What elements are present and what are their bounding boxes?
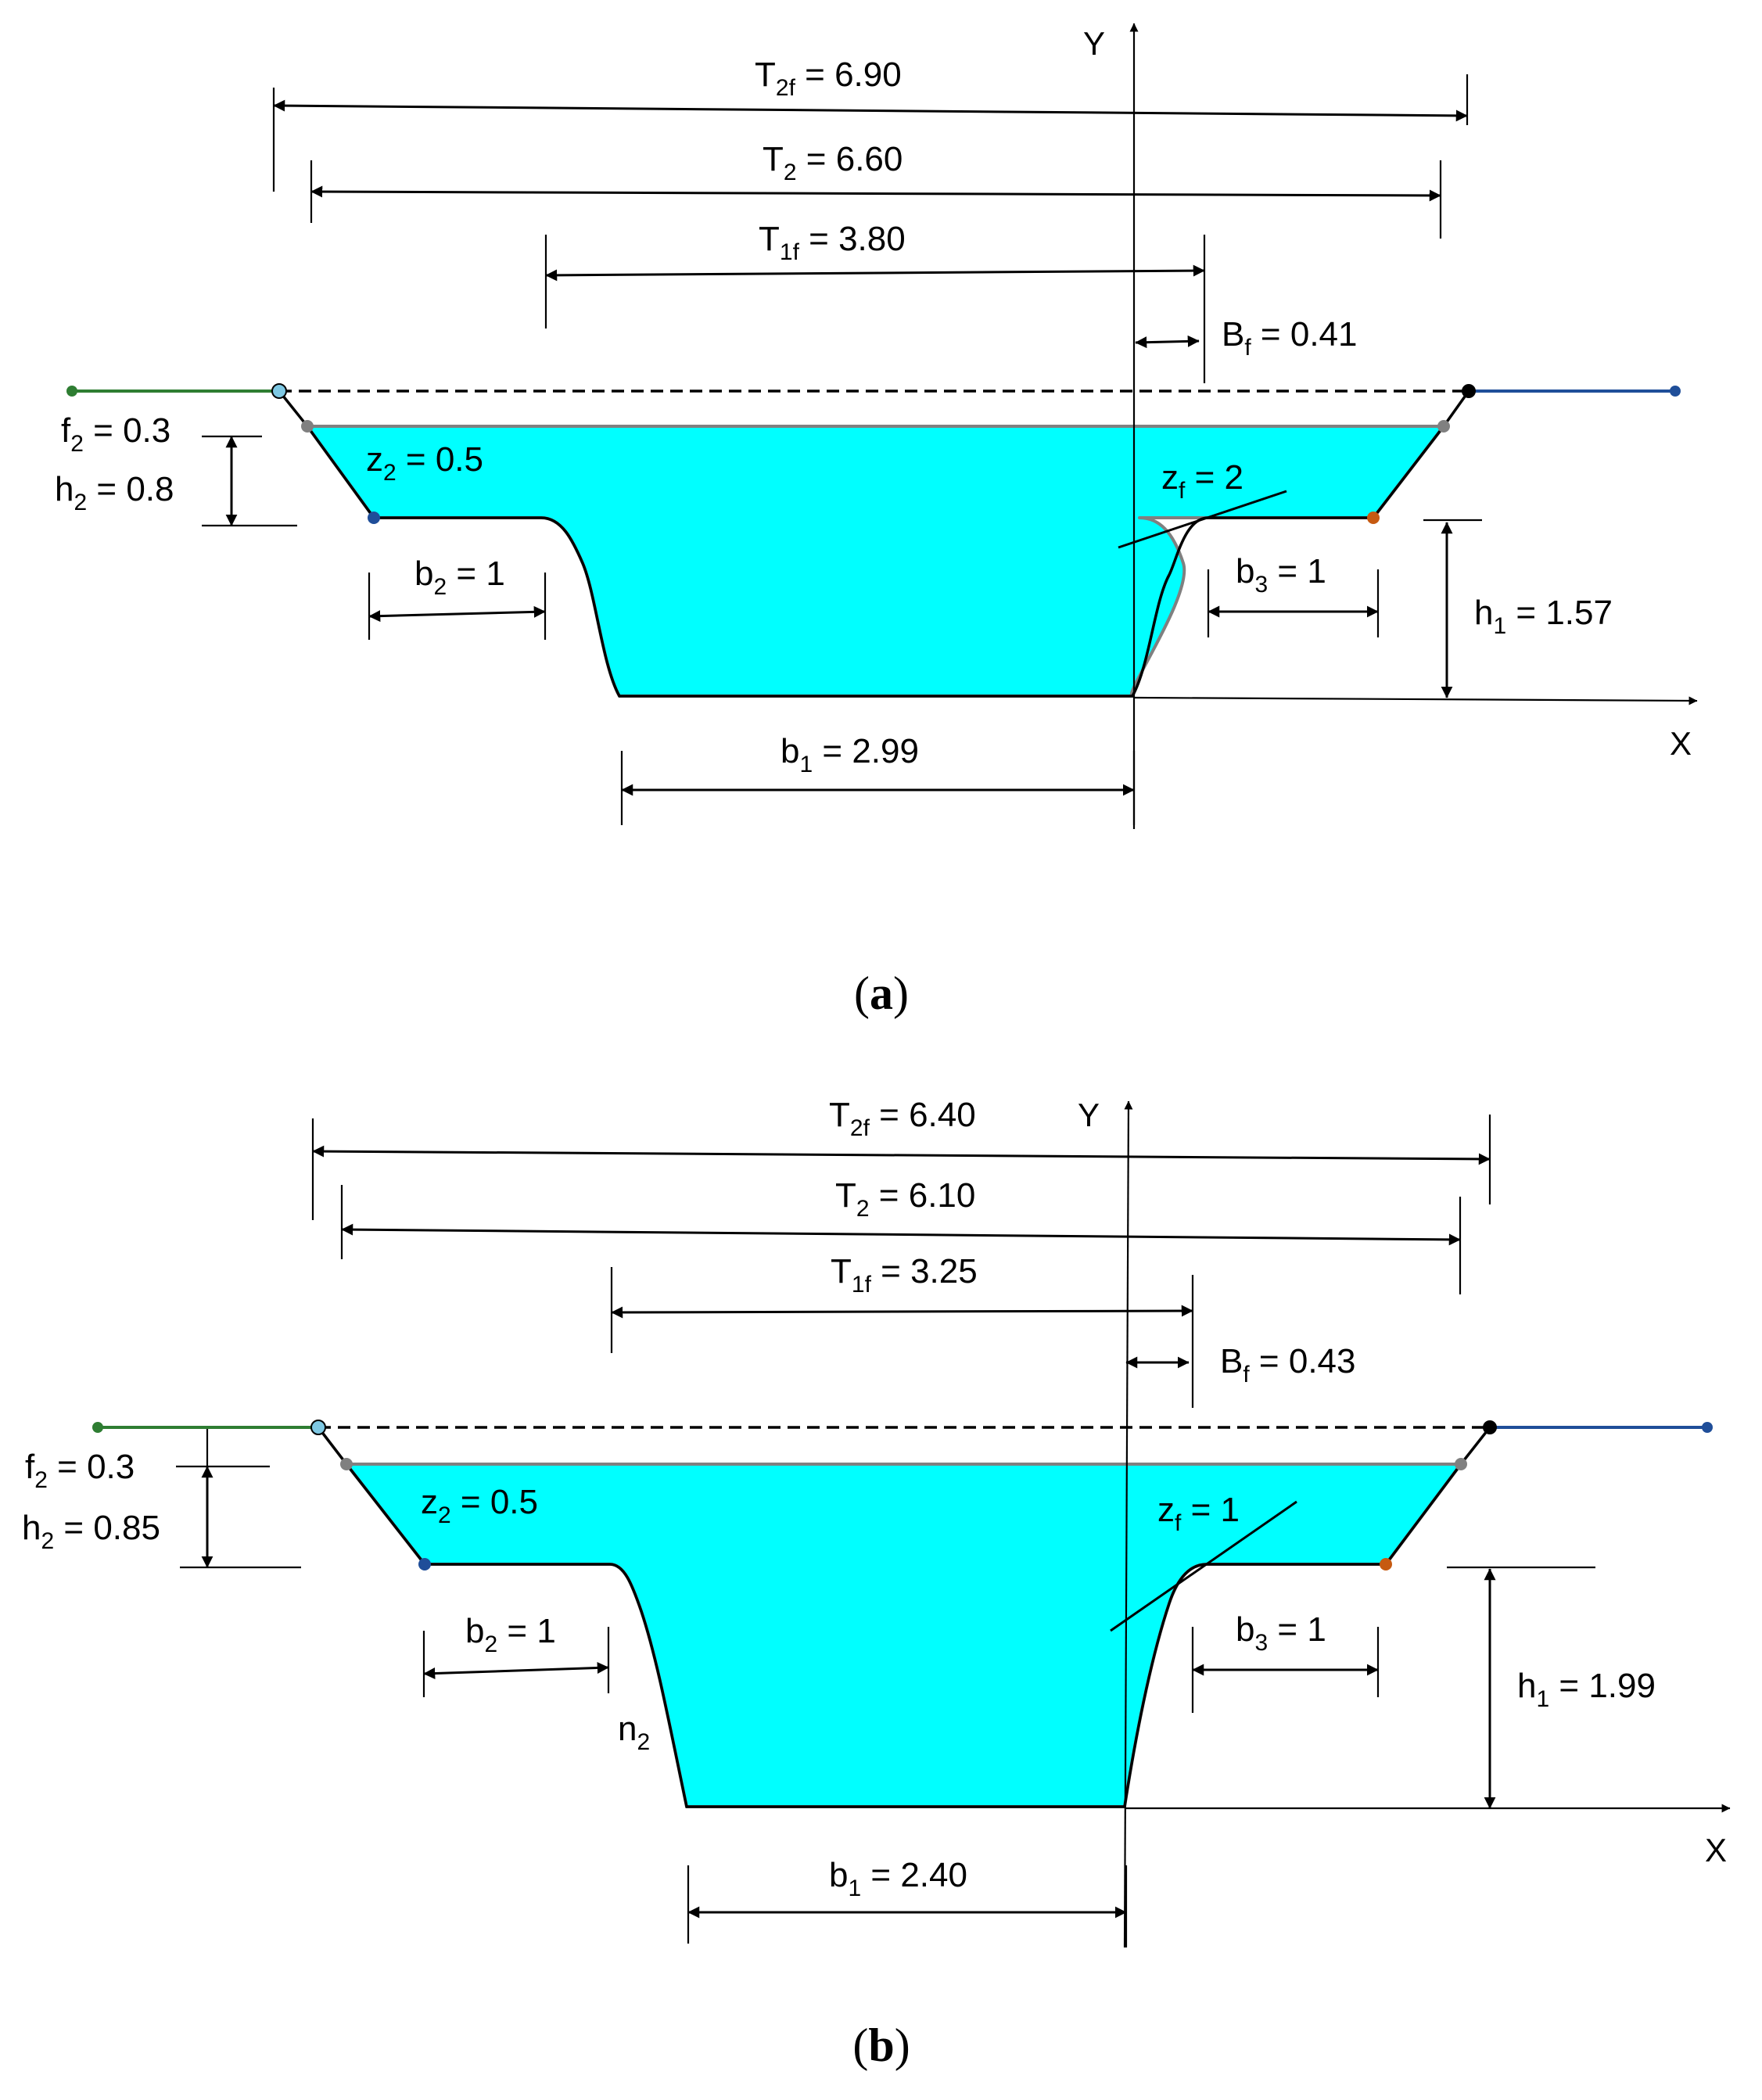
f2-label-a: f2 = 0.3 — [61, 411, 170, 457]
top-left-point-a — [271, 383, 287, 399]
t2f-label-b: T2f = 6.40 — [829, 1096, 976, 1141]
y-axis-label-a: Y — [1083, 25, 1105, 62]
zf-label-b: zf = 1 — [1157, 1491, 1240, 1536]
t2-label-b: T2 = 6.10 — [835, 1176, 975, 1222]
t2-dimension-arrow-b — [341, 1223, 1461, 1246]
t2f-label-a: T2f = 6.90 — [755, 56, 902, 101]
b3-label-b: b3 = 1 — [1236, 1610, 1326, 1656]
zf-slope-line-b — [1110, 1500, 1297, 1632]
berm-right-point-b — [1380, 1558, 1392, 1571]
top-left-point-b — [310, 1420, 326, 1435]
t1f-label-a: T1f = 3.80 — [759, 220, 906, 265]
bf-label-b: Bf = 0.43 — [1220, 1342, 1355, 1387]
t1f-label-b: T1f = 3.25 — [831, 1252, 978, 1298]
zf-slope-line-a — [1118, 490, 1287, 549]
caption-a: (a) — [854, 967, 909, 1019]
berm-left-point-a — [368, 512, 380, 524]
b1-label-a: b1 = 2.99 — [781, 732, 919, 777]
b1-label-b: b1 = 2.40 — [829, 1856, 967, 1901]
blue-point-b — [1702, 1422, 1713, 1433]
t2-label-a: T2 = 6.60 — [763, 140, 903, 185]
channel-bank-line-a — [278, 389, 1470, 698]
b2-label-a: b2 = 1 — [414, 555, 505, 600]
water-edge-left-point-a — [301, 420, 314, 433]
h2-label-a: h2 = 0.8 — [55, 470, 174, 515]
t2f-dimension-arrow-b — [312, 1145, 1491, 1165]
berm-left-point-b — [418, 1558, 431, 1571]
water-edge-right-point-a — [1437, 420, 1450, 433]
y-axis-label-b: Y — [1078, 1097, 1100, 1133]
top-right-point-a — [1462, 384, 1476, 398]
green-point-b — [92, 1422, 103, 1433]
b3-label-a: b3 = 1 — [1236, 552, 1326, 598]
water-edge-left-point-b — [340, 1458, 353, 1470]
h1-label-b: h1 = 1.99 — [1517, 1667, 1656, 1712]
h1-label-a: h1 = 1.57 — [1474, 594, 1613, 639]
t2-dimension-arrow-a — [310, 185, 1441, 202]
x-axis-a — [1133, 696, 1698, 705]
panel-a: Y X T2f = — [55, 23, 1698, 1019]
t2f-dimension-arrow-a — [273, 99, 1468, 122]
t1f-dimension-arrow-b — [611, 1305, 1193, 1319]
green-point-a — [66, 386, 77, 397]
zf-label-a: zf = 2 — [1161, 458, 1243, 504]
top-right-point-b — [1483, 1420, 1497, 1434]
blue-point-a — [1670, 386, 1681, 397]
f2-label-b: f2 = 0.3 — [25, 1448, 135, 1493]
caption-b: (b) — [852, 2019, 910, 2071]
z2-label-a: z2 = 0.5 — [366, 440, 483, 486]
bf-dimension-arrow-a — [1135, 335, 1200, 349]
b2-label-b: b2 = 1 — [465, 1612, 556, 1657]
bf-label-a: Bf = 0.41 — [1222, 315, 1357, 361]
n2-label-b: n2 — [618, 1710, 650, 1755]
x-axis-label-a: X — [1670, 725, 1692, 762]
b2-dimension-arrow-a — [368, 605, 546, 623]
x-axis-label-b: X — [1705, 1832, 1727, 1868]
b2-dimension-arrow-b — [423, 1661, 609, 1680]
z2-label-b: z2 = 0.5 — [421, 1483, 538, 1528]
panel-b: Y X T — [22, 1096, 1731, 2071]
channel-bank-line-b — [317, 1426, 1491, 1808]
water-edge-right-point-b — [1455, 1458, 1467, 1470]
berm-right-point-a — [1367, 512, 1380, 524]
h2-label-b: h2 = 0.85 — [22, 1509, 160, 1554]
t1f-dimension-arrow-a — [545, 264, 1205, 282]
